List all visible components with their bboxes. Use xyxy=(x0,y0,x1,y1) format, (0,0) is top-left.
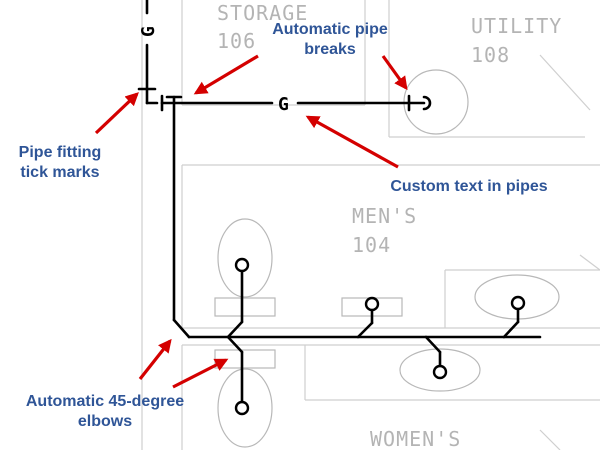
room-labels: STORAGE 106 UTILITY 108 MEN'S 104 WOMEN'… xyxy=(217,1,562,450)
womens-toilet-connection xyxy=(234,400,250,416)
arrow-pipe-break-right xyxy=(381,55,408,91)
horizontal-pipe-label: G xyxy=(278,94,289,115)
storage-room-name: STORAGE xyxy=(217,1,308,25)
branch-urinal-elbow xyxy=(502,320,520,339)
mens-room-number: 104 xyxy=(352,233,391,257)
womens-room-name: WOMEN'S xyxy=(370,427,461,450)
walls xyxy=(141,0,600,450)
mens-room-name: MEN'S xyxy=(352,204,417,228)
elbow-45-main xyxy=(172,318,191,339)
callouts: Automatic pipe breaks Pipe fitting tick … xyxy=(19,21,548,430)
womens-sink-connection xyxy=(432,364,448,380)
utility-cap-fitting xyxy=(422,95,432,111)
branch-womens-sink-elbow xyxy=(424,335,442,354)
callout-custom-text: Custom text in pipes xyxy=(390,178,547,195)
fixtures xyxy=(214,69,560,448)
callout-pipe-breaks-line2: breaks xyxy=(304,41,356,58)
mens-toilet-bowl xyxy=(217,218,273,298)
branch-womens-toilet-elbow xyxy=(226,335,244,354)
callout-pipe-breaks-line1: Automatic pipe xyxy=(272,21,388,38)
mens-sink-connection xyxy=(364,296,380,312)
storage-room-number: 106 xyxy=(217,29,256,53)
branch-mens-sink-elbow xyxy=(356,321,374,339)
mens-toilet-tank xyxy=(214,297,276,317)
branch-mens-toilet-elbow xyxy=(226,320,244,339)
wall-corner-bottom xyxy=(539,429,561,450)
arrow-tick-marks xyxy=(94,92,139,135)
womens-toilet-tank xyxy=(214,349,276,369)
arrow-elbow-branch xyxy=(172,358,229,389)
arrow-pipe-break-left xyxy=(193,54,259,95)
callout-elbows-line1: Automatic 45-degree xyxy=(26,393,184,410)
wall-utility-diagonal xyxy=(539,54,591,111)
womens-toilet-bowl xyxy=(217,368,273,448)
wall-corner-right xyxy=(579,254,600,271)
arrow-custom-text xyxy=(305,115,399,169)
callout-elbows-line2: elbows xyxy=(78,413,132,430)
womens-sink xyxy=(399,348,481,392)
mens-toilet-connection xyxy=(234,257,250,273)
arrow-elbow-main xyxy=(138,338,172,380)
callout-tick-marks-line1: Pipe fitting xyxy=(19,144,102,161)
utility-room-name: UTILITY xyxy=(471,14,562,38)
callout-arrows xyxy=(94,54,408,389)
urinal-connection xyxy=(510,295,526,311)
vertical-pipe-label: G xyxy=(138,26,159,37)
callout-tick-marks-line2: tick marks xyxy=(20,164,99,181)
gas-pipe-network: G G xyxy=(137,0,542,416)
utility-room-number: 108 xyxy=(471,43,510,67)
